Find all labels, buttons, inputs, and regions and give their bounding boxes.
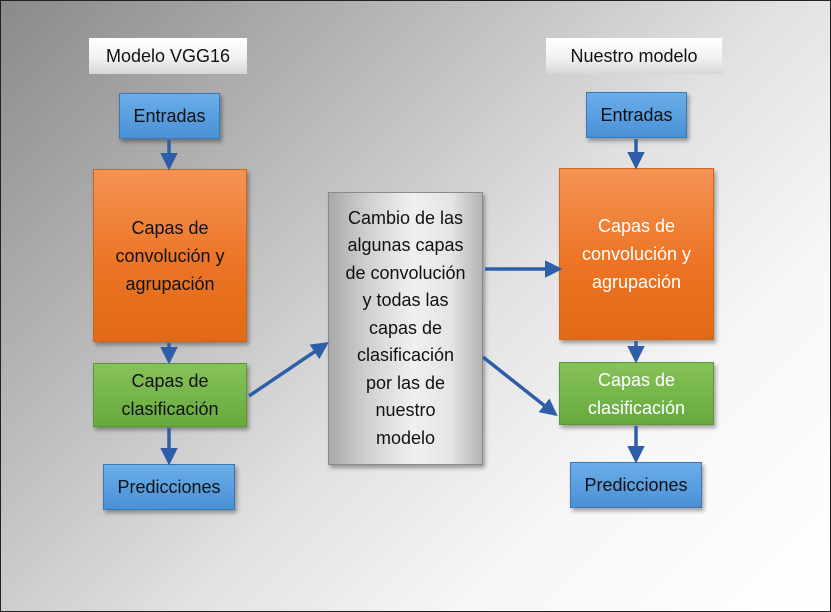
arrow-change-to-right-classif — [481, 355, 558, 417]
left-inputs-box: Entradas — [119, 93, 220, 139]
right-predictions-box: Predicciones — [570, 462, 702, 508]
change-description-box: Cambio de las algunas capas de convoluci… — [328, 192, 483, 465]
right-classification-box: Capas de clasificación — [559, 362, 714, 425]
left-predictions-box: Predicciones — [103, 464, 235, 510]
right-model-title: Nuestro modelo — [546, 38, 722, 74]
left-classification-box: Capas de clasificación — [93, 363, 247, 427]
arrow-left-classif-to-change — [248, 342, 329, 398]
right-conv-pool-box: Capas de convolución y agrupación — [559, 168, 714, 340]
right-inputs-box: Entradas — [586, 92, 687, 138]
left-model-title: Modelo VGG16 — [89, 38, 247, 74]
